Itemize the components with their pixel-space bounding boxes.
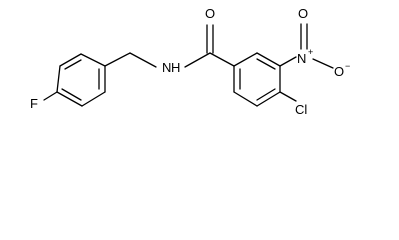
bond [56, 91, 83, 107]
double-bond-inner [64, 59, 82, 70]
bond [59, 53, 82, 67]
bond [256, 52, 281, 67]
nitro-positive-charge: + [308, 47, 313, 57]
chloronitrophenyl-ring [233, 52, 281, 107]
bond [256, 91, 281, 107]
atom-nitro-oxygen-top: O [298, 6, 308, 21]
bond [80, 53, 106, 67]
bond [81, 91, 106, 107]
bond [233, 52, 258, 67]
bond-ch2-n [129, 52, 157, 68]
bond-ring-ch2 [104, 52, 131, 67]
double-bond-inner [256, 58, 276, 70]
chemical-structure: F N H O N + O O − Cl [30, 6, 350, 117]
double-bond-inner [61, 88, 82, 101]
bond [233, 91, 258, 107]
atom-amide-oxygen: O [205, 6, 215, 21]
atom-amide-hydrogen: H [171, 60, 180, 75]
double-bond-inner [256, 88, 276, 101]
bond-n-o-single [312, 58, 334, 69]
bond-c-f [43, 91, 58, 101]
bond-carbonyl-ring [209, 52, 235, 67]
bond-ring-nitro [279, 56, 297, 67]
fluorophenyl-ring [56, 53, 106, 107]
atom-nitro-oxygen-right: O [334, 64, 344, 79]
atom-fluorine: F [30, 96, 38, 111]
bond-n-carbonyl [184, 52, 211, 68]
bond [56, 65, 61, 93]
atom-amide-nitrogen: N [162, 60, 171, 75]
atom-nitro-nitrogen: N [297, 51, 306, 66]
bond-c-cl [279, 91, 297, 102]
atom-chlorine: Cl [295, 102, 307, 117]
nitro-negative-charge: − [345, 61, 350, 71]
